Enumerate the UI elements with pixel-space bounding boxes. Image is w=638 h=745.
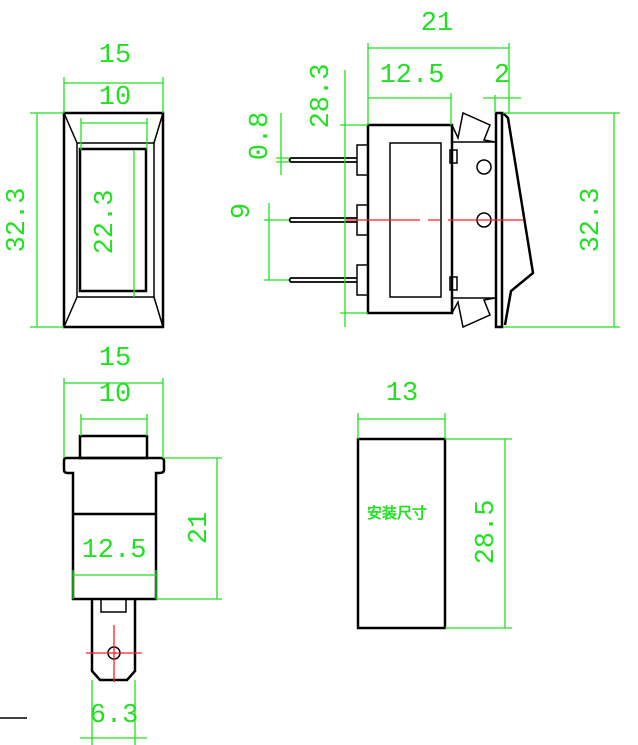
side-pivot-top	[476, 159, 492, 175]
side-body	[366, 123, 454, 315]
bottom-dimension-lines	[63, 378, 222, 745]
front-window	[78, 147, 148, 293]
side-body-height-label: 28.3	[307, 64, 337, 129]
cutout-dimension-lines	[357, 413, 512, 629]
side-body-depth-label: 12.5	[380, 61, 445, 91]
cutout-height-label: 28.5	[472, 500, 502, 565]
bottom-body-width-label: 12.5	[82, 536, 147, 566]
bottom-height-label: 21	[185, 512, 215, 544]
side-view: 21 12.5 2 28.3 0.8 9 32.3	[228, 9, 620, 329]
front-height-window-label: 22.3	[91, 190, 121, 255]
side-dimension-lines	[264, 43, 620, 328]
side-latch-bottom	[449, 276, 458, 291]
bottom-hole-crosshair	[86, 625, 142, 682]
front-bevel-lines	[63, 112, 164, 328]
bottom-terminal-shoulder	[100, 599, 127, 613]
side-bezel-label: 2	[494, 61, 510, 91]
front-width-outer-label: 15	[99, 41, 131, 71]
front-width-inner-label: 10	[99, 83, 131, 113]
side-pins	[288, 157, 357, 283]
side-rocker	[502, 112, 535, 326]
bottom-terminal-width-label: 6.3	[90, 701, 139, 731]
side-depth-total-label: 21	[421, 9, 453, 39]
side-pin-pitch-label: 9	[228, 203, 258, 219]
cutout-outline	[356, 437, 447, 630]
bottom-cap	[78, 434, 149, 460]
cutout-caption: 安装尺寸	[367, 504, 427, 522]
bottom-width-outer-label: 15	[99, 344, 131, 374]
front-inner-frame	[76, 142, 155, 298]
side-latch-top	[449, 149, 458, 164]
side-height-total-label: 32.3	[577, 188, 607, 253]
front-dimension-lines	[30, 77, 164, 328]
bottom-width-inner-label: 10	[99, 380, 131, 410]
front-view: 15 10 32.3 22.3	[3, 41, 165, 329]
cutout-width-label: 13	[386, 379, 418, 409]
side-pin-thickness-label: 0.8	[246, 112, 276, 161]
cutout-view: 13 安装尺寸 28.5	[356, 379, 512, 630]
bottom-body	[62, 456, 166, 601]
front-height-outer-label: 32.3	[3, 188, 33, 253]
front-outer-frame	[62, 111, 165, 329]
bottom-view: 15 10 21 12.5 6.3	[0, 344, 222, 745]
side-rocker-clips	[451, 111, 496, 329]
